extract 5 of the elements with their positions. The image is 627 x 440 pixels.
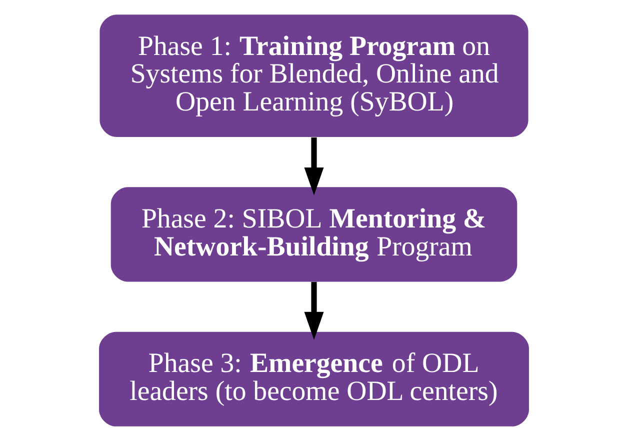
node-box: Phase 1: Training Program on Systems for Blended, Online and Open Learning (SyBOL)	[99, 14, 528, 137]
node-box: Phase 2: SIBOL Mentoring & Network-Building Program	[110, 186, 517, 282]
arrow	[304, 281, 324, 340]
node-box: Phase 3: Emergence of ODL leaders (to become ODL centers)	[98, 331, 528, 426]
arrow	[304, 136, 324, 195]
